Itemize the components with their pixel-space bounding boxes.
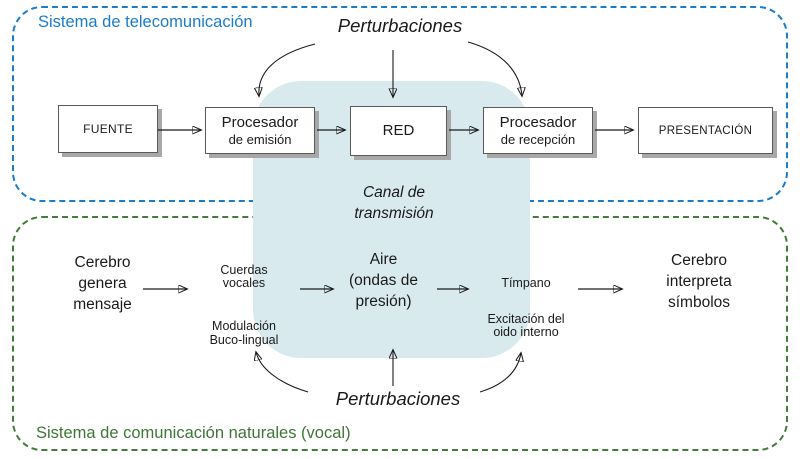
procesador-recepcion-box: Procesador de recepción <box>483 107 593 154</box>
stage-brain-interprets: Cerebro interpreta símbolos <box>666 252 732 311</box>
fuente-box: FUENTE <box>58 105 158 153</box>
telecom-system-title: Sistema de telecomunicación <box>38 13 253 31</box>
eardrum-label: Tímpano <box>501 275 551 290</box>
stage-vocal-cords: Cuerdas vocales Modulación Buco-lingual <box>198 250 290 361</box>
presentacion-label: PRESENTACIÓN <box>658 124 753 137</box>
presentacion-box: PRESENTACIÓN <box>638 107 773 154</box>
vocal-cords-label: Cuerdas vocales <box>220 262 268 290</box>
procesador-emision-label-line2: de emisión <box>228 132 292 147</box>
modulation-label: Modulación Buco-lingual <box>209 319 279 347</box>
perturbations-bottom-label: Perturbaciones <box>335 388 461 409</box>
fuente-label: FUENTE <box>83 122 133 136</box>
inner-ear-label: Excitación del oido interno <box>487 311 565 339</box>
procesador-emision-label-line1: Procesador <box>221 114 299 131</box>
procesador-recepcion-label-line1: Procesador <box>499 114 577 131</box>
vocal-system-title: Sistema de comunicación naturales (vocal… <box>36 424 351 442</box>
stage-air: Aire (ondas de presión) <box>349 251 418 310</box>
transmission-channel-label: Canal de transmisión <box>354 184 434 222</box>
perturbations-top-label: Perturbaciones <box>337 15 463 36</box>
stage-ear: Tímpano Excitación del oido interno <box>478 263 574 353</box>
procesador-recepcion-label-line2: de recepción <box>500 132 576 147</box>
procesador-emision-box: Procesador de emisión <box>205 107 315 154</box>
red-box: RED <box>350 106 447 156</box>
red-label: RED <box>382 122 415 139</box>
stage-brain-generates: Cerebro genera mensaje <box>73 254 132 313</box>
